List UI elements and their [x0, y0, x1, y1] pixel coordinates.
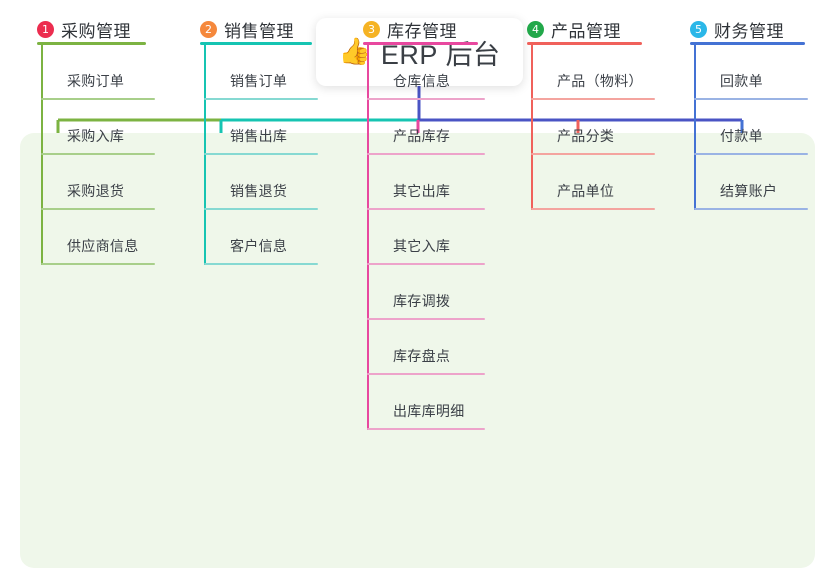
module-item-label: 产品分类 [557, 128, 615, 144]
module-item[interactable]: 销售出库 [204, 100, 322, 155]
module-item-label: 出库库明细 [393, 403, 465, 419]
module-spine [204, 45, 206, 265]
module-item[interactable]: 销售退货 [204, 155, 322, 210]
module-item-rule [531, 98, 655, 100]
module-item[interactable]: 库存调拨 [367, 265, 489, 320]
module-item-rule [41, 208, 155, 210]
module-item-rule [41, 263, 155, 265]
module-title: 产品管理 [551, 22, 621, 41]
module-item-rule [367, 98, 485, 100]
module-header-1[interactable]: 1 采购管理 [37, 17, 131, 42]
module-item-label: 销售出库 [230, 128, 288, 144]
module-item-label: 供应商信息 [67, 238, 139, 254]
module-spine [41, 45, 43, 265]
module-item[interactable]: 采购订单 [41, 45, 159, 100]
module-number-badge: 4 [527, 21, 544, 38]
module-header-rule [200, 42, 312, 45]
module-header-4[interactable]: 4 产品管理 [527, 17, 621, 42]
module-item-label: 采购退货 [67, 183, 125, 199]
module-item-label: 回款单 [720, 73, 763, 89]
module-item-rule [204, 208, 318, 210]
module-item[interactable]: 销售订单 [204, 45, 322, 100]
module-item-label: 库存调拨 [393, 293, 451, 309]
module-item-label: 销售退货 [230, 183, 288, 199]
module-header-rule [527, 42, 642, 45]
module-item[interactable]: 仓库信息 [367, 45, 489, 100]
module-item[interactable]: 其它出库 [367, 155, 489, 210]
module-item[interactable]: 采购退货 [41, 155, 159, 210]
module-item[interactable]: 产品库存 [367, 100, 489, 155]
module-title: 库存管理 [387, 22, 457, 41]
module-title: 销售管理 [224, 22, 294, 41]
module-item[interactable]: 采购入库 [41, 100, 159, 155]
module-item[interactable]: 产品单位 [531, 155, 659, 210]
module-item-label: 产品单位 [557, 183, 615, 199]
module-item-label: 库存盘点 [393, 348, 451, 364]
module-spine [367, 45, 369, 430]
module-number-badge: 5 [690, 21, 707, 38]
module-item[interactable]: 库存盘点 [367, 320, 489, 375]
module-item[interactable]: 产品分类 [531, 100, 659, 155]
module-item-rule [204, 263, 318, 265]
module-item-rule [694, 208, 808, 210]
module-item-label: 产品（物料） [557, 73, 643, 89]
module-item-rule [41, 153, 155, 155]
module-item[interactable]: 结算账户 [694, 155, 812, 210]
module-item-label: 客户信息 [230, 238, 288, 254]
module-spine [694, 45, 696, 210]
module-item-rule [41, 98, 155, 100]
module-item[interactable]: 回款单 [694, 45, 812, 100]
modules-panel [20, 133, 815, 568]
module-item-label: 付款单 [720, 128, 763, 144]
module-item-label: 其它入库 [393, 238, 451, 254]
module-item[interactable]: 出库库明细 [367, 375, 489, 430]
module-item-rule [531, 208, 655, 210]
module-header-3[interactable]: 3 库存管理 [363, 17, 457, 42]
module-item-rule [367, 428, 485, 430]
module-item-rule [531, 153, 655, 155]
module-item-label: 其它出库 [393, 183, 451, 199]
module-item-label: 采购入库 [67, 128, 125, 144]
module-number-badge: 1 [37, 21, 54, 38]
module-header-rule [37, 42, 146, 45]
module-header-rule [690, 42, 805, 45]
module-item-rule [204, 153, 318, 155]
module-header-2[interactable]: 2 销售管理 [200, 17, 294, 42]
module-item-label: 产品库存 [393, 128, 451, 144]
module-item[interactable]: 其它入库 [367, 210, 489, 265]
module-item-rule [367, 373, 485, 375]
module-item[interactable]: 供应商信息 [41, 210, 159, 265]
module-title: 采购管理 [61, 22, 131, 41]
module-item[interactable]: 产品（物料） [531, 45, 659, 100]
module-number-badge: 2 [200, 21, 217, 38]
module-item-rule [694, 98, 808, 100]
module-spine [531, 45, 533, 210]
module-item-rule [204, 98, 318, 100]
module-header-5[interactable]: 5 财务管理 [690, 17, 784, 42]
module-item-label: 仓库信息 [393, 73, 451, 89]
module-item-rule [694, 153, 808, 155]
module-title: 财务管理 [714, 22, 784, 41]
module-item-rule [367, 318, 485, 320]
module-item-label: 结算账户 [720, 183, 778, 199]
module-item[interactable]: 付款单 [694, 100, 812, 155]
module-item-label: 销售订单 [230, 73, 288, 89]
module-item[interactable]: 客户信息 [204, 210, 322, 265]
module-item-rule [367, 263, 485, 265]
module-number-badge: 3 [363, 21, 380, 38]
module-item-rule [367, 153, 485, 155]
module-item-label: 采购订单 [67, 73, 125, 89]
module-header-rule [363, 42, 478, 45]
module-item-rule [367, 208, 485, 210]
